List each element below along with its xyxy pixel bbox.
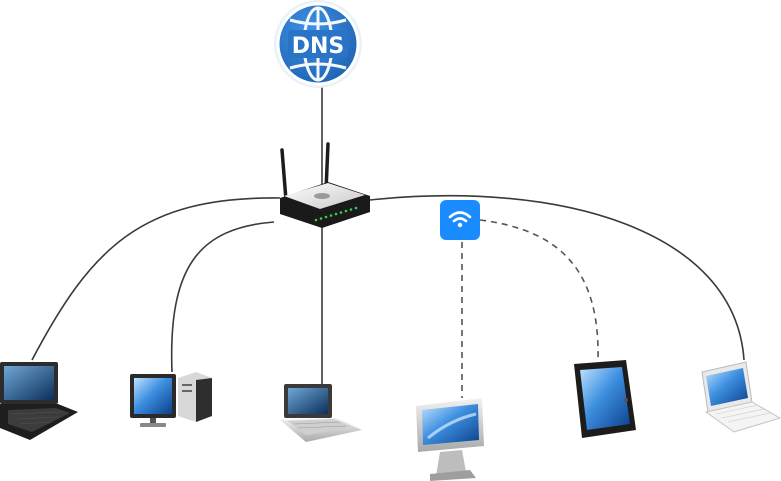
convertible-laptop-icon[interactable] bbox=[0, 362, 78, 440]
desktop-pc-icon[interactable] bbox=[130, 372, 212, 427]
router-icon[interactable] bbox=[280, 142, 370, 228]
link-router-convertible-laptop bbox=[31, 197, 281, 361]
tablet-icon[interactable] bbox=[574, 360, 636, 438]
all-in-one-desktop-icon[interactable] bbox=[416, 398, 484, 481]
dns-label: DNS bbox=[292, 34, 345, 59]
dns-globe-icon[interactable]: DNS bbox=[274, 0, 362, 88]
link-router-white-laptop bbox=[369, 194, 745, 361]
connections bbox=[31, 84, 745, 398]
link-router-desktop-pc bbox=[170, 221, 275, 373]
link-ap-tablet bbox=[479, 219, 599, 361]
laptop-icon[interactable] bbox=[701, 361, 781, 433]
wifi-icon[interactable] bbox=[440, 200, 480, 240]
laptop-icon[interactable] bbox=[280, 384, 362, 442]
